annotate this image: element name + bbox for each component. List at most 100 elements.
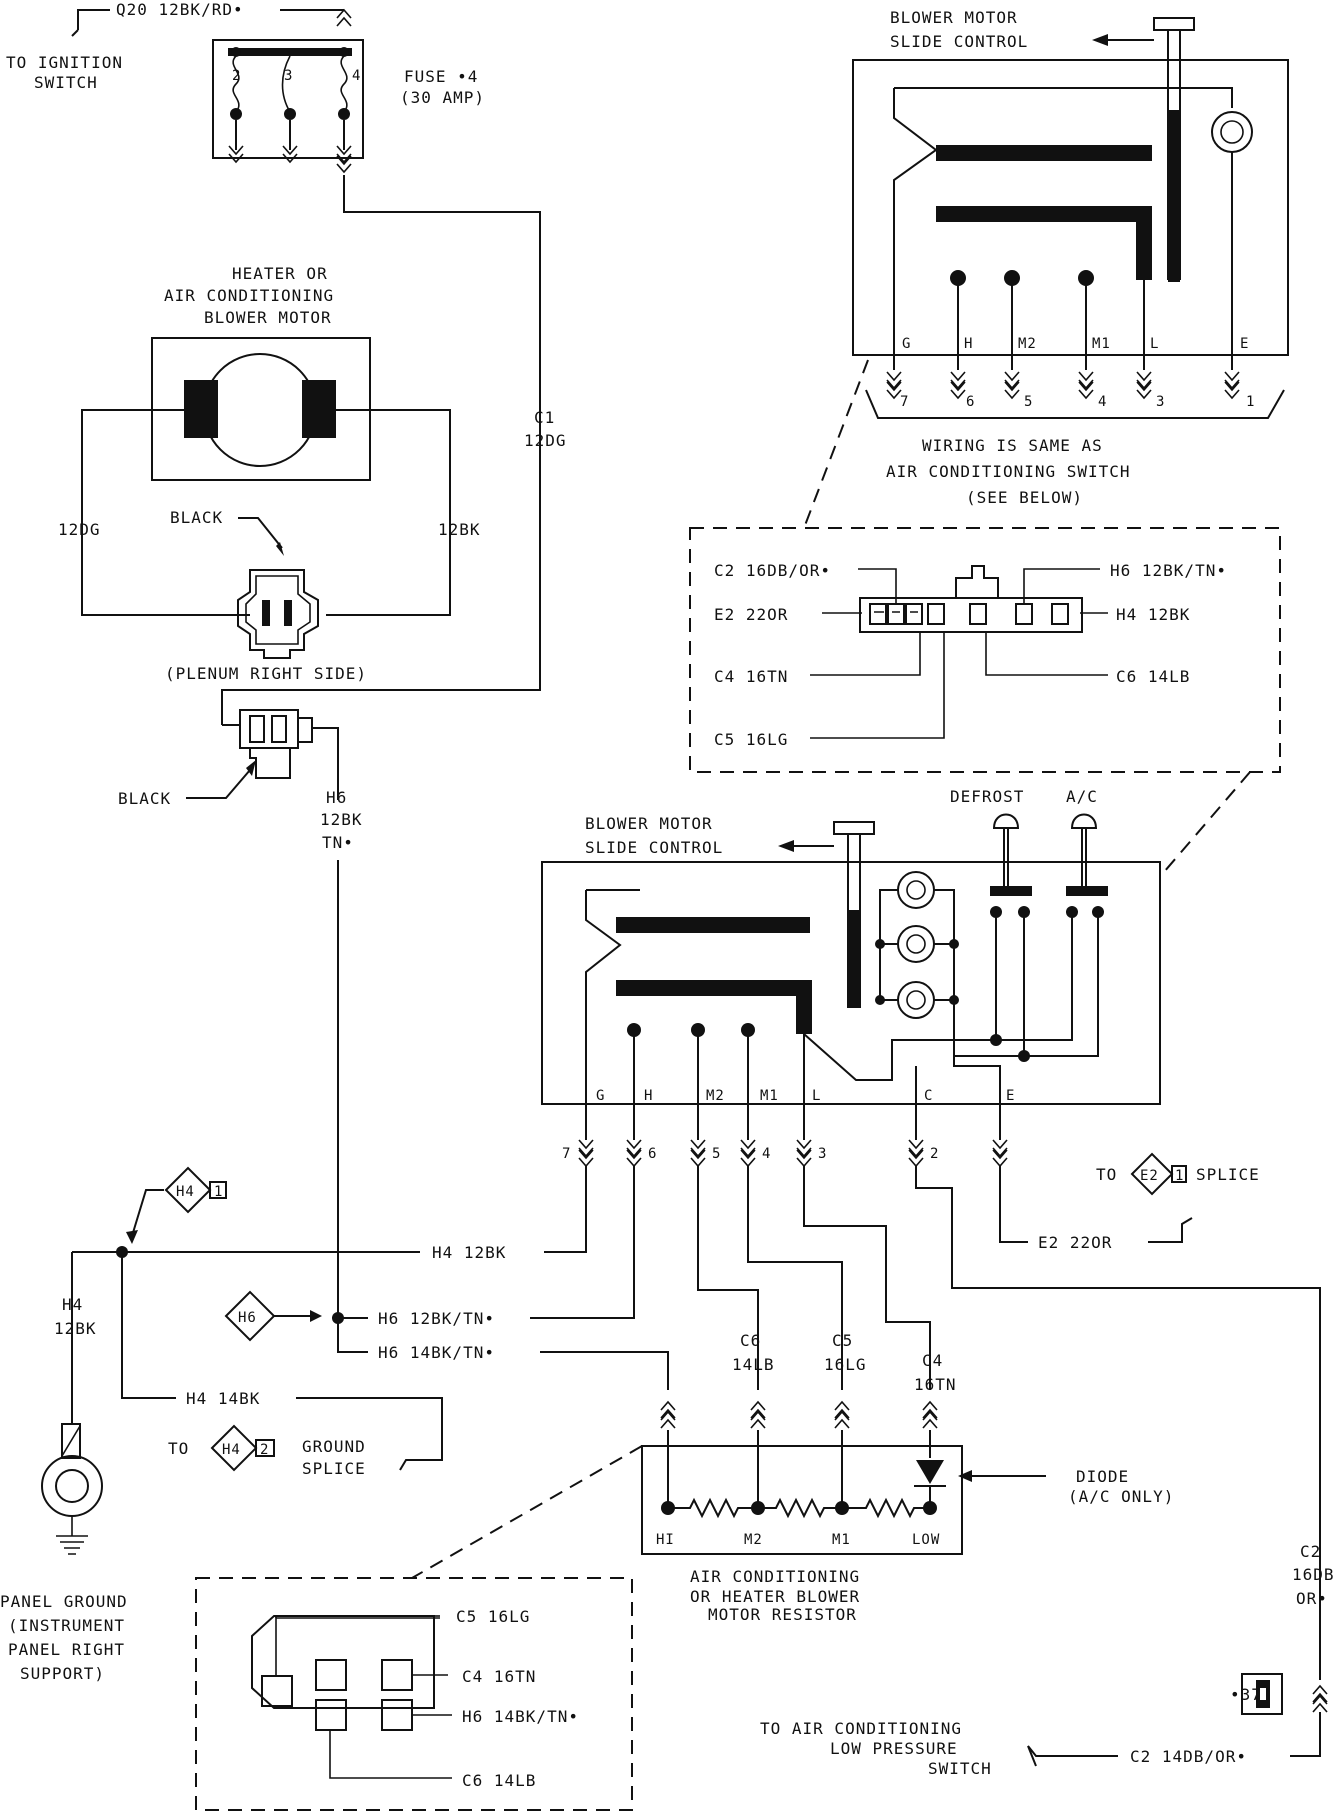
sw-pin-2: 2 xyxy=(930,1146,939,1162)
panel-ground-3: PANEL RIGHT xyxy=(8,1640,125,1659)
ac-switch: BLOWER MOTOR SLIDE CONTROL DEFROST A/C xyxy=(541,787,1161,1140)
sw-pin-5: 5 xyxy=(712,1146,721,1162)
same-as-1: WIRING IS SAME AS xyxy=(922,436,1103,455)
h6-wire-tracer: TN• xyxy=(322,833,354,852)
c2-wire-color: 16DB xyxy=(1292,1565,1335,1584)
same-as-3: (SEE BELOW) xyxy=(966,488,1083,507)
switch-connector-detail: C2 16DB/OR• H6 12BK/TN• E2 22OR H4 12BK … xyxy=(689,527,1281,773)
blower-motor-title-3: BLOWER MOTOR xyxy=(204,308,332,327)
low-pressure-3: SWITCH xyxy=(928,1759,992,1778)
blower-motor: HEATER OR AIR CONDITIONING BLOWER MOTOR … xyxy=(58,264,480,683)
sw-pin-6: 6 xyxy=(648,1146,657,1162)
top-term-g: G xyxy=(902,336,911,352)
h4-tag-number: 1 xyxy=(214,1184,223,1200)
e2-splice: TO E2 1 SPLICE E2 22OR xyxy=(999,1152,1260,1252)
slide-control-title-1: BLOWER MOTOR xyxy=(890,8,1018,27)
diode-label: DIODE xyxy=(1076,1467,1129,1486)
top-pin-4: 4 xyxy=(1098,394,1107,410)
wire-12dg-label: 12DG xyxy=(58,520,101,539)
ground-splice-2: SPLICE xyxy=(302,1459,366,1478)
panel-ground-1: PANEL GROUND xyxy=(0,1592,128,1611)
callout-line-bottom xyxy=(411,1445,643,1579)
c1-wire xyxy=(221,175,541,725)
h6-wire-label: H6 xyxy=(326,788,347,807)
c1-color-label: 12DG xyxy=(524,431,567,450)
e2-tag: E2 xyxy=(1140,1168,1159,1184)
sw-term-c: C xyxy=(924,1088,933,1104)
ignition-label: TO IGNITION xyxy=(6,53,123,72)
resistor-connector-detail: C5 16LG C4 16TN H6 14BK/TN• C6 14LB xyxy=(195,1577,633,1811)
c1-label: C1 xyxy=(534,408,555,427)
low-pressure-switch-feed: •37 C2 14DB/OR• TO AIR CONDITIONING LOW … xyxy=(760,1673,1328,1778)
top-term-e: E xyxy=(1240,336,1249,352)
c2-wire xyxy=(915,1166,1321,1680)
h6-12bktn-label: H6 12BK/TN• xyxy=(378,1309,495,1328)
switch-outputs: 7 6 5 4 3 2 xyxy=(562,1139,1008,1167)
panel-ground-2: (INSTRUMENT xyxy=(8,1616,125,1635)
c2-wire-label: C2 xyxy=(1300,1542,1321,1561)
low-pressure-1: TO AIR CONDITIONING xyxy=(760,1719,962,1738)
e2-22or-label: E2 22OR xyxy=(1038,1233,1112,1252)
black-connector-2: BLACK H6 12BK TN• xyxy=(118,709,363,852)
sw-term-e: E xyxy=(1006,1088,1015,1104)
top-term-l: L xyxy=(1150,336,1159,352)
ignition-label-2: SWITCH xyxy=(34,73,98,92)
defrost-label: DEFROST xyxy=(950,787,1024,806)
slide-control-2-title-2: SLIDE CONTROL xyxy=(585,838,723,857)
sw-term-g: G xyxy=(596,1088,605,1104)
black-connector-label: BLACK xyxy=(170,508,223,527)
res-term-m1: M1 xyxy=(832,1532,851,1548)
h4-ground-circuit: H4 1 H4 12BK H4 12BK PANEL GROUND (INSTR… xyxy=(0,1166,587,1683)
resistor-title-2: OR HEATER BLOWER xyxy=(690,1587,860,1606)
top-term-m2: M2 xyxy=(1018,336,1037,352)
to-e2-label: TO xyxy=(1096,1165,1117,1184)
resistor-feed-wires: C6 14LB C5 16LG C4 16TN xyxy=(660,1166,957,1429)
conn-c2-label: C2 16DB/OR• xyxy=(714,561,831,580)
h4-12bk-label: H4 12BK xyxy=(432,1243,506,1262)
fuse-4: 2 3 4 FUSE •4 (30 AMP) xyxy=(212,39,484,173)
blower-resistor: HI M2 M1 LOW DIODE (A/C ONLY) AIR CONDIT… xyxy=(641,1430,1174,1624)
top-pin-1: 1 xyxy=(1246,394,1255,410)
low-pressure-2: LOW PRESSURE xyxy=(830,1739,958,1758)
rconn-c5-label: C5 16LG xyxy=(456,1607,530,1626)
c4-label: C4 xyxy=(922,1351,943,1370)
black-label-2: BLACK xyxy=(118,789,171,808)
h6-tag: H6 xyxy=(238,1310,257,1326)
c4-color: 16TN xyxy=(914,1375,957,1394)
fuse-pin-4: 4 xyxy=(352,68,361,84)
res-term-hi: HI xyxy=(656,1532,675,1548)
callout-line-top xyxy=(803,359,869,529)
h4-tag-2-number: 2 xyxy=(260,1442,269,1458)
h6-splice: H6 H6 12BK/TN• H6 14BK/TN• xyxy=(224,1166,669,1390)
c2-wire-tracer: OR• xyxy=(1296,1589,1328,1608)
c5-label: C5 xyxy=(832,1331,853,1350)
h4-14bk-label: H4 14BK xyxy=(186,1389,260,1408)
conn-c5-label: C5 16LG xyxy=(714,730,788,749)
splice-label: SPLICE xyxy=(1196,1165,1260,1184)
top-pin-7: 7 xyxy=(900,394,909,410)
ignition-feed: Q20 12BK/RD• TO IGNITION SWITCH xyxy=(6,0,352,92)
h6-14bktn-label: H6 14BK/TN• xyxy=(378,1343,495,1362)
c6-label: C6 xyxy=(740,1331,761,1350)
plenum-label: (PLENUM RIGHT SIDE) xyxy=(165,664,367,683)
rconn-c4-label: C4 16TN xyxy=(462,1667,536,1686)
conn-h4-label: H4 12BK xyxy=(1116,605,1190,624)
diode-note: (A/C ONLY) xyxy=(1068,1487,1174,1506)
c2-14db-label: C2 14DB/OR• xyxy=(1130,1747,1247,1766)
callout-line-mid xyxy=(1163,771,1251,873)
sw-pin-3: 3 xyxy=(818,1146,827,1162)
ac-label: A/C xyxy=(1066,787,1098,806)
top-pin-3: 3 xyxy=(1156,394,1165,410)
c6-color: 14LB xyxy=(732,1355,775,1374)
blower-motor-title-2: AIR CONDITIONING xyxy=(164,286,334,305)
rconn-c6-label: C6 14LB xyxy=(462,1771,536,1790)
fuse-pin-2: 2 xyxy=(232,68,241,84)
sw-term-m1: M1 xyxy=(760,1088,779,1104)
connector-37-label: •37 xyxy=(1230,1685,1262,1704)
to-h4-label: TO xyxy=(168,1439,189,1458)
conn-h6-label: H6 12BK/TN• xyxy=(1110,561,1227,580)
conn-e2-label: E2 22OR xyxy=(714,605,788,624)
h4-tag-2: H4 xyxy=(222,1442,241,1458)
h6-wire-color: 12BK xyxy=(320,810,363,829)
